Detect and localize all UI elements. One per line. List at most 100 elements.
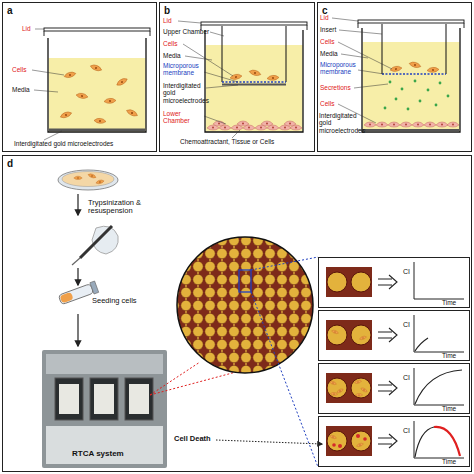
electrode-disc	[327, 431, 347, 451]
axis-label-y: CI	[403, 427, 410, 435]
plate-station	[55, 378, 83, 420]
rtca-photo	[42, 350, 167, 468]
secretion-dot	[439, 82, 442, 85]
plot-axes	[414, 368, 464, 405]
secretion-dot	[427, 89, 430, 92]
electrode-pair	[326, 320, 372, 350]
cell	[95, 179, 104, 184]
cell	[400, 122, 412, 127]
cell	[360, 387, 368, 393]
cell	[213, 121, 225, 126]
culture-media	[49, 58, 146, 132]
cell	[331, 329, 339, 334]
cell	[284, 121, 296, 126]
ci-plot-row: CITime	[318, 257, 470, 308]
cell	[261, 121, 273, 126]
well-lid	[358, 20, 464, 23]
cell	[359, 335, 367, 340]
axis-label-x: Time	[442, 405, 456, 412]
callout-label: Upper Chamber	[163, 28, 209, 35]
cell	[237, 121, 249, 126]
pipette-tip	[72, 258, 80, 265]
callout-label: Secretions	[320, 84, 351, 91]
callout-label: Trypsinization & resuspension	[88, 199, 170, 216]
cell	[376, 122, 388, 127]
plot-axes	[414, 315, 464, 352]
electrode-disc	[327, 325, 347, 345]
implies-arrow	[378, 434, 397, 448]
cell	[436, 122, 448, 127]
lid-rim	[44, 31, 150, 36]
implies-arrow	[378, 381, 397, 395]
cell	[126, 108, 139, 118]
electrode-disc	[327, 272, 347, 292]
callout-label: Cells	[320, 38, 334, 45]
electrode-layer	[49, 129, 145, 132]
callout-label: Lid	[163, 17, 172, 24]
cell	[330, 392, 337, 396]
callout-label: RTCA system	[72, 450, 124, 459]
callout-label: Lid	[22, 25, 31, 32]
cell	[412, 122, 424, 127]
culture-media	[206, 45, 303, 132]
callout-label: Interdigitated gold microelectrodes	[163, 82, 205, 104]
ci-curve	[415, 370, 462, 404]
plot-axes	[414, 421, 464, 458]
callout-label: Insert	[320, 26, 336, 33]
ci-plot-row: CITime	[318, 310, 470, 361]
cell	[424, 122, 436, 127]
callout-label: Interdigitated gold microelectrodes	[14, 140, 113, 147]
tube-cap	[90, 281, 99, 294]
panel-letter: b	[164, 5, 170, 16]
electrode-disc	[351, 378, 371, 398]
implies-arrow	[378, 275, 397, 289]
electrode-layer	[363, 129, 459, 132]
ci-plot-row: CI Time	[318, 363, 470, 414]
axis-label-y: CI	[403, 268, 410, 276]
insert-wall	[382, 24, 446, 74]
electrode-array-magnified	[177, 237, 313, 373]
zoom-box	[239, 270, 251, 292]
secretion-dot	[384, 107, 387, 110]
callout-label: Cells	[12, 66, 26, 73]
axis-label-x: Time	[442, 352, 456, 359]
axis-label-y: CI	[403, 374, 410, 382]
ci-plot-row: CI Time	[318, 416, 470, 467]
callout-label: Microporous membrane	[163, 62, 203, 77]
e-plate	[94, 384, 114, 414]
axis-label-x: Time	[442, 458, 456, 465]
secretion-dot	[401, 88, 404, 91]
plate-station	[90, 378, 118, 420]
cell	[94, 118, 106, 124]
callout-label: Cells	[320, 100, 334, 107]
tube-liquid	[60, 292, 74, 304]
well-lid	[44, 28, 150, 31]
microporous-membrane	[222, 81, 286, 82]
cell	[90, 63, 103, 72]
cell	[59, 110, 72, 119]
callout-label: Media	[12, 86, 30, 93]
cell	[427, 67, 439, 73]
electrode-disc	[351, 325, 371, 345]
electrode-disc	[327, 378, 347, 398]
dish-media	[62, 172, 114, 187]
cell	[88, 173, 97, 179]
microporous-membrane	[382, 73, 446, 74]
figure-panel: dCITimeCITimeCITimeCITime	[2, 155, 472, 472]
flow-arrow	[77, 194, 78, 215]
callout-label: Interdigitated gold microelectrodes	[319, 112, 359, 134]
cell	[249, 69, 262, 77]
cell	[364, 122, 376, 127]
secretion-dot	[435, 104, 438, 107]
figure-panel: a	[2, 2, 157, 152]
cell	[104, 98, 116, 104]
cell	[356, 442, 364, 447]
cell	[64, 71, 77, 79]
ci-curve	[415, 338, 428, 351]
rtca-top	[46, 354, 163, 374]
callout-label: Microporous membrane	[320, 61, 358, 76]
electrode-disc	[351, 272, 371, 292]
